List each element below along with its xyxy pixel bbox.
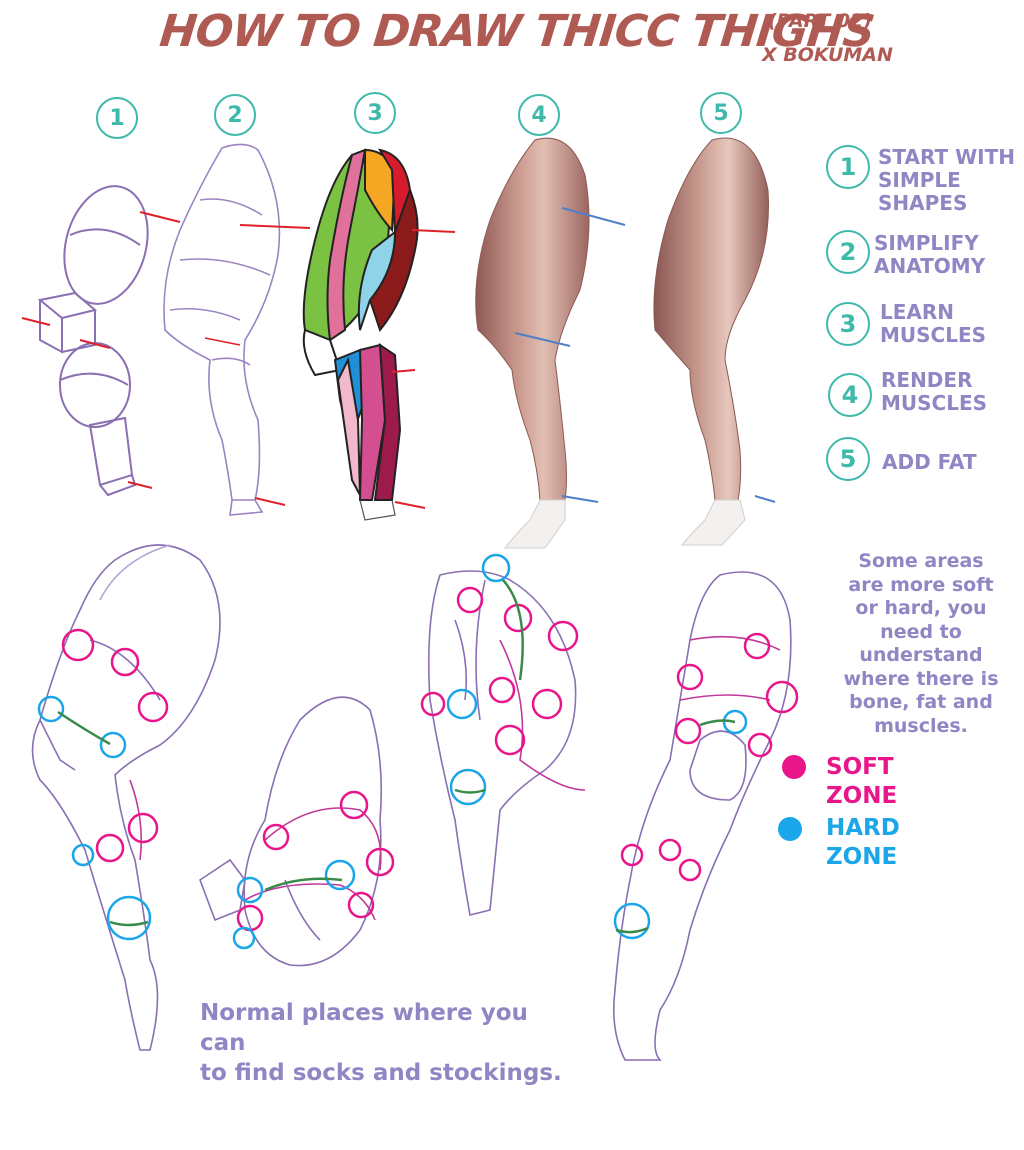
- top-number-4: 4: [518, 94, 560, 136]
- hard-zone-label: HARD ZONE: [826, 815, 900, 870]
- step-number-4: 4: [828, 373, 872, 417]
- step-number-5: 5: [826, 437, 870, 481]
- leg-simple-shapes: [21, 185, 181, 497]
- soft-zone-label: SOFT ZONE: [826, 754, 898, 809]
- sketch-leg-seated: [199, 696, 383, 967]
- step-label-4: RENDER MUSCLES: [881, 368, 988, 415]
- step-label-2: SIMPLIFY ANATOMY: [874, 231, 986, 278]
- hard-zone-markers: [37, 553, 748, 950]
- leg-rendered-muscles: [475, 137, 626, 549]
- step-number-1: 1: [826, 145, 870, 189]
- author-label: X BOKUMAN: [762, 44, 893, 66]
- leg-simplified-anatomy: [163, 143, 311, 516]
- step-label-5: ADD FAT: [882, 450, 977, 474]
- hard-zone-dot: [778, 817, 802, 841]
- step-number-3: 3: [826, 302, 870, 346]
- step-number-2: 2: [826, 230, 870, 274]
- leg-muscles: [302, 148, 456, 521]
- part-label: (PART 02): [768, 10, 873, 32]
- top-number-3: 3: [354, 92, 396, 134]
- caption: Normal places where you can to find sock…: [200, 1000, 562, 1086]
- step-label-3: LEARN MUSCLES: [880, 300, 987, 347]
- soft-zone-markers: [61, 586, 799, 932]
- sketch-leg-side: [31, 544, 221, 1051]
- zones-note: Some areas are more soft or hard, you ne…: [843, 550, 999, 737]
- sketch-leg-front: [612, 571, 792, 1061]
- top-number-5: 5: [700, 92, 742, 134]
- top-number-2: 2: [214, 94, 256, 136]
- leg-added-fat: [653, 137, 776, 546]
- stocking-bands: [57, 579, 736, 934]
- soft-zone-dot: [782, 755, 806, 779]
- top-number-1: 1: [96, 97, 138, 139]
- step-label-1: START WITH SIMPLE SHAPES: [878, 145, 1015, 215]
